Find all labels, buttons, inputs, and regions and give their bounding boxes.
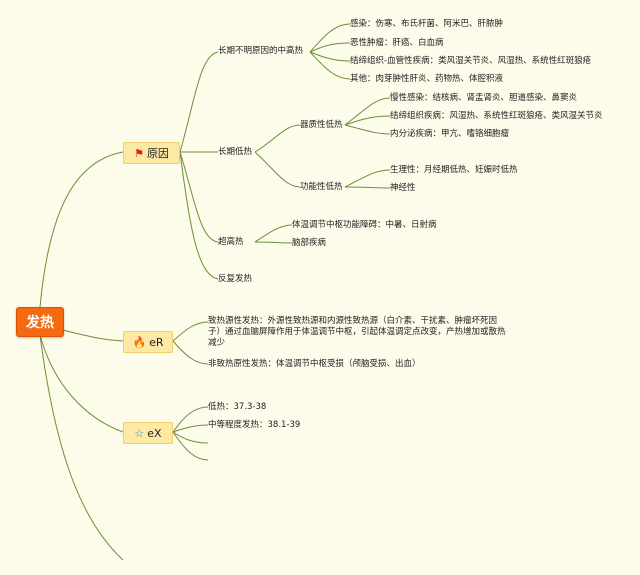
cause-label: 原因 bbox=[146, 147, 169, 160]
functional-low-fever-node[interactable]: 功能性低热 bbox=[300, 182, 343, 192]
high-fever-item-other: 其他：肉芽肿性肝炎、药物热、体腔积液 bbox=[350, 74, 504, 84]
hyperthermia-item-brain: 脑部疾病 bbox=[292, 238, 327, 248]
ex-label: eX bbox=[147, 426, 162, 440]
fire-icon: 🔥 bbox=[132, 335, 147, 349]
star-icon: ☆ bbox=[134, 426, 145, 440]
functional-item-neural: 神经性 bbox=[390, 183, 416, 193]
organic-item-connective: 结缔组织疾病：风湿热、系统性红斑狼疮、类风湿关节炎 bbox=[390, 111, 603, 121]
high-fever-item-infection: 感染：伤寒、布氏杆菌、阿米巴、肝脓肿 bbox=[350, 19, 504, 29]
ex-node[interactable]: ☆ eX bbox=[123, 422, 173, 444]
hyperthermia-node[interactable]: 超高热 bbox=[218, 237, 244, 247]
low-fever-node[interactable]: 长期低热 bbox=[218, 147, 253, 157]
cause-node[interactable]: ⚑ 原因 bbox=[123, 142, 180, 164]
organic-item-chronic-infection: 慢性感染：结核病、肾盂肾炎、胆道感染、鼻窦炎 bbox=[390, 93, 578, 103]
er-item-pyrogenic: 致热源性发热：外源性致热源和内源性致热源（白介素、干扰素、肿瘤坏死因子）通过血脑… bbox=[208, 316, 506, 348]
high-fever-item-connective: 结缔组织-血管性疾病：类风湿关节炎、风湿热、系统性红斑狼疮 bbox=[350, 56, 592, 66]
hyperthermia-item-regulation: 体温调节中枢功能障碍：中暑、日射病 bbox=[292, 220, 437, 230]
er-item-non-pyrogenic: 非致热原性发热：体温调节中枢受损（颅脑受损、出血） bbox=[208, 359, 421, 369]
high-fever-node[interactable]: 长期不明原因的中高热 bbox=[218, 46, 304, 56]
er-label: eR bbox=[149, 335, 164, 349]
organic-low-fever-node[interactable]: 器质性低热 bbox=[300, 120, 343, 130]
root-node[interactable]: 发热 bbox=[16, 307, 64, 337]
functional-item-physiological: 生理性：月经期低热、妊娠时低热 bbox=[390, 165, 518, 175]
red-flag-icon: ⚑ bbox=[134, 146, 144, 160]
recurrent-fever-node[interactable]: 反复发热 bbox=[218, 274, 253, 284]
organic-item-endocrine: 内分泌疾病：甲亢、嗜铬细胞瘤 bbox=[390, 129, 510, 139]
er-node[interactable]: 🔥 eR bbox=[123, 331, 173, 353]
ex-item-moderate: 中等程度发热：38.1-39 bbox=[208, 420, 301, 430]
ex-item-low: 低热：37.3-38 bbox=[208, 402, 267, 412]
high-fever-item-tumor: 恶性肿瘤：肝癌、白血病 bbox=[350, 38, 444, 48]
